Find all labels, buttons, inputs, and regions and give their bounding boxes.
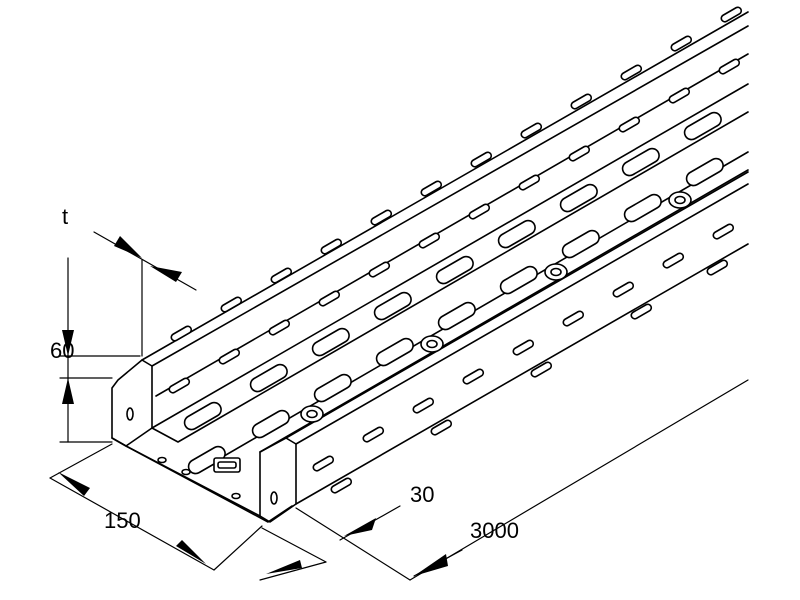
thickness-label: t [62,204,68,229]
cable-tray-body [111,6,749,523]
base-front-edge [111,437,293,523]
height-label: 60 [50,338,74,363]
base-left-seam [151,111,749,443]
right-wall-bottom-edge [295,243,749,505]
left-wall-inner-lower-edge [155,53,749,397]
left-wall-top-edge [141,11,749,361]
right-wall-front-face [259,437,297,523]
width-label: 150 [104,508,141,533]
base-front-lip [125,445,261,517]
left-wall-slots-upper [170,6,743,342]
base-slots-row-a [183,111,722,431]
left-wall-slots-lower [168,58,741,394]
dimension-length: 3000 [295,379,749,581]
dimension-width: 150 [49,443,263,571]
base-slots-row-b [187,157,724,475]
right-wall-top-edge [285,171,749,439]
base-right-seam [259,169,749,453]
base-round-holes [300,191,692,423]
right-wall-top-inner-edge [295,183,749,445]
left-wall-front-face [111,359,153,447]
dimension-thickness: t [62,204,197,357]
length-label: 3000 [470,518,519,543]
left-wall-top-inner-edge [151,25,749,367]
dimension-height: 60 [50,257,141,443]
side-offset-label: 30 [410,482,434,507]
dimension-side-offset: 30 [259,482,434,581]
left-wall-bottom-edge [151,83,749,429]
right-wall-slots [312,223,735,494]
front-coupling-holes [126,407,278,505]
